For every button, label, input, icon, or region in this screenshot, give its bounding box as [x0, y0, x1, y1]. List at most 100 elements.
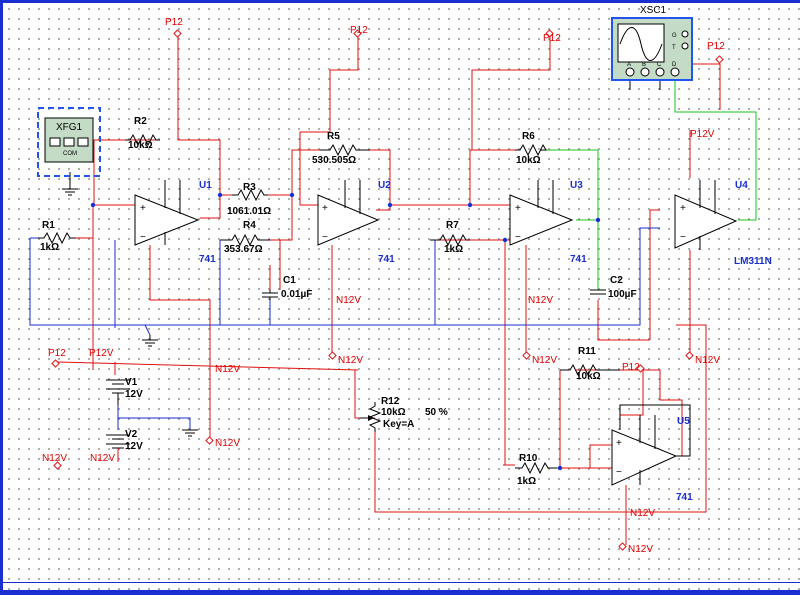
resistor-r1[interactable]: R1 1kΩ — [38, 220, 93, 253]
r6-value: 10kΩ — [516, 155, 541, 166]
xsc1-port-g: G — [672, 33, 677, 39]
comparator-u4[interactable]: + − U4 LM311N — [674, 180, 772, 267]
n12v-flag-2: N12V — [338, 355, 363, 366]
battery-v2[interactable]: V2 12V — [106, 429, 143, 462]
xsc1-port-t: T — [672, 45, 676, 51]
xsc1-port-b: B — [642, 62, 646, 68]
p12-flag-6: P12 — [622, 362, 640, 373]
r4-value: 353.67Ω — [224, 244, 263, 255]
c2-value: 100µF — [608, 289, 637, 300]
r12-setting: 50 % — [425, 407, 448, 418]
v1-value: 12V — [125, 389, 143, 400]
r12-value: 10kΩ — [381, 407, 406, 418]
u4-model: LM311N — [734, 256, 772, 267]
opamp-u1[interactable]: + − U1 741 — [134, 180, 216, 265]
p12-flag-2: P12 — [350, 25, 368, 36]
resistor-r6[interactable]: R6 10kΩ — [515, 131, 547, 166]
svg-text:+: + — [616, 438, 622, 449]
resistor-r2[interactable]: R2 10kΩ — [125, 116, 160, 151]
potentiometer-r12[interactable]: R12 10kΩ 50 % Key=A — [360, 396, 448, 432]
sheet-border-bottom — [0, 590, 800, 595]
p12-flag-3: P12 — [543, 33, 561, 44]
u1-model: 741 — [199, 254, 216, 265]
r7-ref: R7 — [446, 220, 459, 231]
svg-text:+: + — [140, 203, 146, 214]
n12v-flag-3: N12V — [532, 355, 557, 366]
r4-ref: R4 — [243, 220, 256, 231]
r10-ref: R10 — [519, 453, 538, 464]
junctions — [90, 192, 601, 471]
svg-text:+: + — [680, 203, 686, 214]
function-generator-xfg1[interactable]: XFG1 COM — [37, 107, 101, 196]
svg-text:−: − — [680, 232, 686, 243]
resistor-r10[interactable]: R10 1kΩ — [515, 453, 557, 487]
wires-black — [69, 76, 691, 457]
p12v-flag-1: P12V — [89, 348, 114, 359]
oscilloscope-xsc1[interactable]: XSC1 G T A B C D — [611, 5, 693, 81]
xsc1-port-a: A — [627, 62, 631, 68]
r7-value: 1kΩ — [444, 244, 463, 255]
u3-model: 741 — [570, 254, 587, 265]
svg-text:+: + — [515, 203, 521, 214]
n12v-flag-u5: N12V — [630, 508, 655, 519]
n12v-flag-u2: N12V — [336, 295, 361, 306]
r3-ref: R3 — [243, 182, 256, 193]
svg-text:−: − — [140, 232, 146, 243]
n12v-flag-4: N12V — [695, 355, 720, 366]
r12-key: Key=A — [383, 419, 414, 430]
battery-v1[interactable]: V1 12V — [106, 377, 143, 405]
opamp-u2[interactable]: + − U2 741 — [317, 180, 395, 265]
sheet-border-inner-bottom — [0, 582, 800, 583]
opamp-u3[interactable]: + − U3 741 — [509, 180, 587, 265]
resistor-r7[interactable]: R7 1kΩ — [430, 220, 470, 255]
p12-flag-1: P12 — [165, 17, 183, 28]
r2-value: 10kΩ — [128, 140, 153, 151]
svg-text:−: − — [515, 232, 521, 243]
p12-flag-5: P12 — [48, 348, 66, 359]
n12v-flag-u3: N12V — [528, 295, 553, 306]
u5-ref: U5 — [677, 416, 690, 427]
u2-model: 741 — [378, 254, 395, 265]
xfg1-com-label: COM — [63, 151, 77, 157]
n12v-flag-7: N12V — [42, 453, 67, 464]
resistor-r3[interactable]: R3 1061.01Ω — [227, 182, 271, 217]
capacitor-c2[interactable]: C2 100µF — [590, 275, 637, 300]
c2-ref: C2 — [610, 275, 623, 286]
resistor-r4[interactable]: R4 353.67Ω — [220, 220, 270, 255]
u2-ref: U2 — [378, 180, 391, 191]
r1-value: 1kΩ — [40, 242, 59, 253]
r11-value: 10kΩ — [576, 371, 601, 382]
v1-ref: V1 — [125, 377, 138, 388]
sheet-border-top — [0, 0, 800, 3]
p12-flag-4: P12 — [707, 41, 725, 52]
r5-ref: R5 — [327, 131, 340, 142]
xfg1-label: XFG1 — [56, 122, 83, 133]
p12v-flag-u4: P12V — [690, 129, 715, 140]
u3-ref: U3 — [570, 180, 583, 191]
svg-text:−: − — [322, 232, 328, 243]
r10-value: 1kΩ — [517, 476, 536, 487]
r1-ref: R1 — [42, 220, 55, 231]
v2-ref: V2 — [125, 429, 138, 440]
power-flags: P12 P12 P12 P12 P12V P12 P12V P12 N12V N… — [42, 17, 725, 555]
u1-ref: U1 — [199, 180, 212, 191]
ground-symbols — [142, 335, 198, 437]
opamp-u5[interactable]: + − U5 741 — [611, 415, 693, 503]
svg-text:+: + — [322, 203, 328, 214]
capacitor-c1[interactable]: C1 0.01µF — [262, 265, 312, 300]
n12v-flag-8: N12V — [90, 453, 115, 464]
c1-value: 0.01µF — [281, 289, 312, 300]
wires-green — [540, 76, 757, 290]
r6-ref: R6 — [522, 131, 535, 142]
u4-ref: U4 — [735, 180, 748, 191]
r12-ref: R12 — [381, 396, 400, 407]
xsc1-port-c: C — [657, 62, 662, 68]
xsc1-port-d: D — [672, 62, 677, 68]
resistor-r5[interactable]: R5 530.505Ω — [312, 131, 370, 166]
svg-text:−: − — [616, 467, 622, 478]
r3-value: 1061.01Ω — [227, 206, 271, 217]
resistor-r11[interactable]: R11 10kΩ — [560, 346, 620, 382]
sheet-border-left — [0, 0, 3, 595]
n12v-flag-5: N12V — [215, 364, 240, 375]
